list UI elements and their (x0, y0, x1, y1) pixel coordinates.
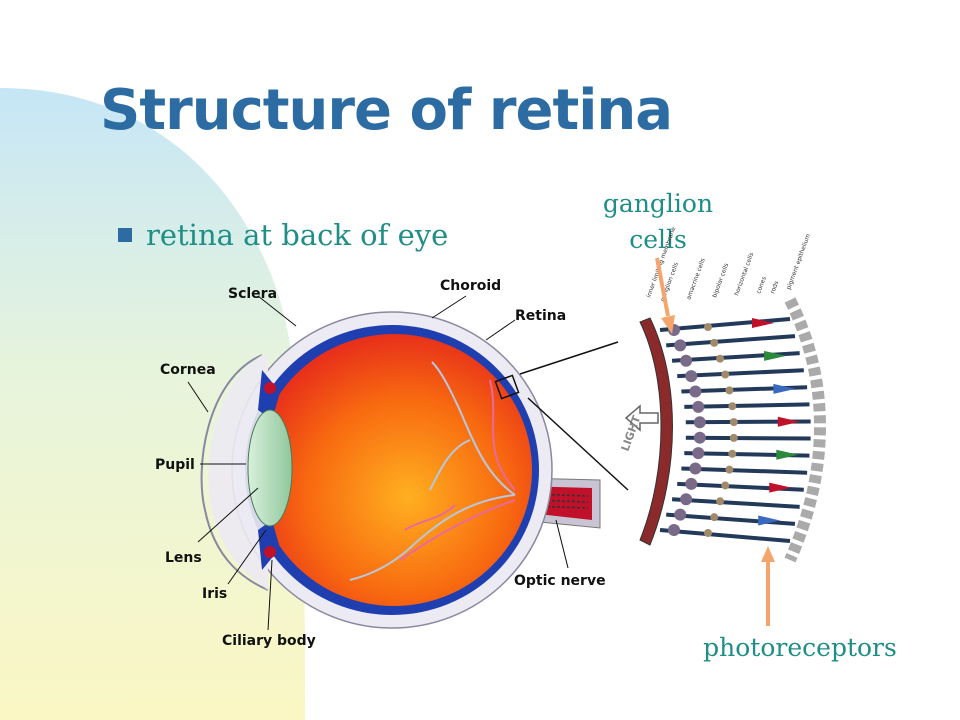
bipolar-cell (710, 513, 719, 522)
cone-cell (773, 383, 796, 394)
cornea-shape (200, 354, 269, 591)
photoreceptor-cell (666, 512, 796, 526)
photoreceptor-cell (659, 317, 791, 332)
retina-layer-label-3: bipolar cells (711, 262, 730, 298)
label-sclera: Sclera (228, 286, 277, 302)
zoom-box (494, 374, 520, 400)
iris-ciliary (258, 370, 280, 570)
ganglion-arrow (655, 257, 675, 334)
bipolar-cell (725, 465, 734, 474)
label-lens: Lens (165, 550, 202, 566)
bullet-item: retina at back of eye (118, 218, 448, 252)
ganglion-cell (668, 524, 680, 536)
slide-title: Structure of retina (100, 78, 673, 143)
retina-layer-label-4: horizontal cells (733, 252, 755, 297)
ganglion-cell (674, 339, 687, 352)
cone-cell (764, 350, 787, 361)
bipolar-cell (721, 370, 730, 379)
retina-layer-label-2: amacrine cells (685, 257, 706, 300)
label-choroid: Choroid (440, 278, 501, 294)
ganglion-cell (693, 416, 706, 429)
photoreceptors-callout: photoreceptors (703, 633, 897, 662)
bipolar-cell (704, 323, 712, 331)
photoreceptor-cell (685, 435, 811, 441)
cone-cell (777, 416, 800, 427)
bipolar-cell (710, 338, 719, 347)
ganglion-cell (692, 447, 705, 460)
bullet-text: retina at back of eye (146, 218, 449, 252)
retina-interior (256, 334, 532, 606)
label-optic-nerve: Optic nerve (514, 573, 606, 589)
photoreceptor-cell (659, 528, 791, 543)
bipolar-cell (729, 433, 738, 442)
cone-cell (776, 449, 799, 460)
label-leaders (187, 295, 569, 631)
photoreceptor-cell (681, 466, 808, 475)
ganglion-cell (693, 431, 706, 444)
label-retina: Retina (515, 308, 566, 324)
photoreceptor-cell (666, 334, 796, 348)
bipolar-cell (716, 497, 725, 506)
bipolar-cell (728, 402, 737, 411)
ganglion-cell (689, 462, 702, 475)
ganglion-cell (685, 477, 698, 490)
bipolar-cell (704, 529, 712, 537)
photoreceptor-cell (684, 402, 810, 409)
ganglion-cell (685, 370, 698, 383)
light-label: LIGHT (619, 413, 644, 453)
bullet-square-icon (118, 228, 132, 242)
lens-shape (247, 409, 293, 527)
ganglion-cell (692, 400, 705, 413)
ganglion-cell (680, 493, 693, 506)
ganglion-cell (674, 508, 687, 521)
ganglion-callout-line2: cells (629, 225, 687, 254)
bipolar-cell (729, 418, 738, 427)
bipolar-cell (721, 481, 730, 490)
retina-layer-label-6: rods (769, 280, 780, 295)
ganglion-callout-line1: ganglion (602, 189, 714, 218)
label-ciliary-body: Ciliary body (222, 633, 316, 649)
photoreceptor-cell (671, 497, 800, 509)
cone-cell (758, 515, 781, 526)
ganglion-cell (680, 354, 693, 367)
ganglion-cell (689, 385, 702, 398)
retina-cell-columns (659, 317, 811, 543)
ganglion-cells-callout: ganglion cells (598, 186, 718, 258)
bipolar-cell (725, 386, 734, 395)
retina-layer-label-7: pigment epithelium (785, 233, 812, 291)
retina-detail: LIGHT inner limiting membrane ganglion c… (619, 226, 826, 563)
label-pupil: Pupil (155, 457, 195, 473)
bipolar-cell (716, 354, 725, 363)
bipolar-cell (728, 449, 737, 458)
cone-cell (752, 318, 774, 328)
cone-cell (769, 482, 792, 493)
label-cornea: Cornea (160, 362, 216, 378)
label-iris: Iris (202, 586, 227, 602)
light-arrow-icon: LIGHT (619, 404, 659, 453)
photoreceptor-cell (677, 368, 804, 379)
blood-vessels (349, 361, 516, 581)
photoreceptors-arrow (761, 546, 775, 626)
retina-layer-label-5: cones (755, 276, 768, 295)
